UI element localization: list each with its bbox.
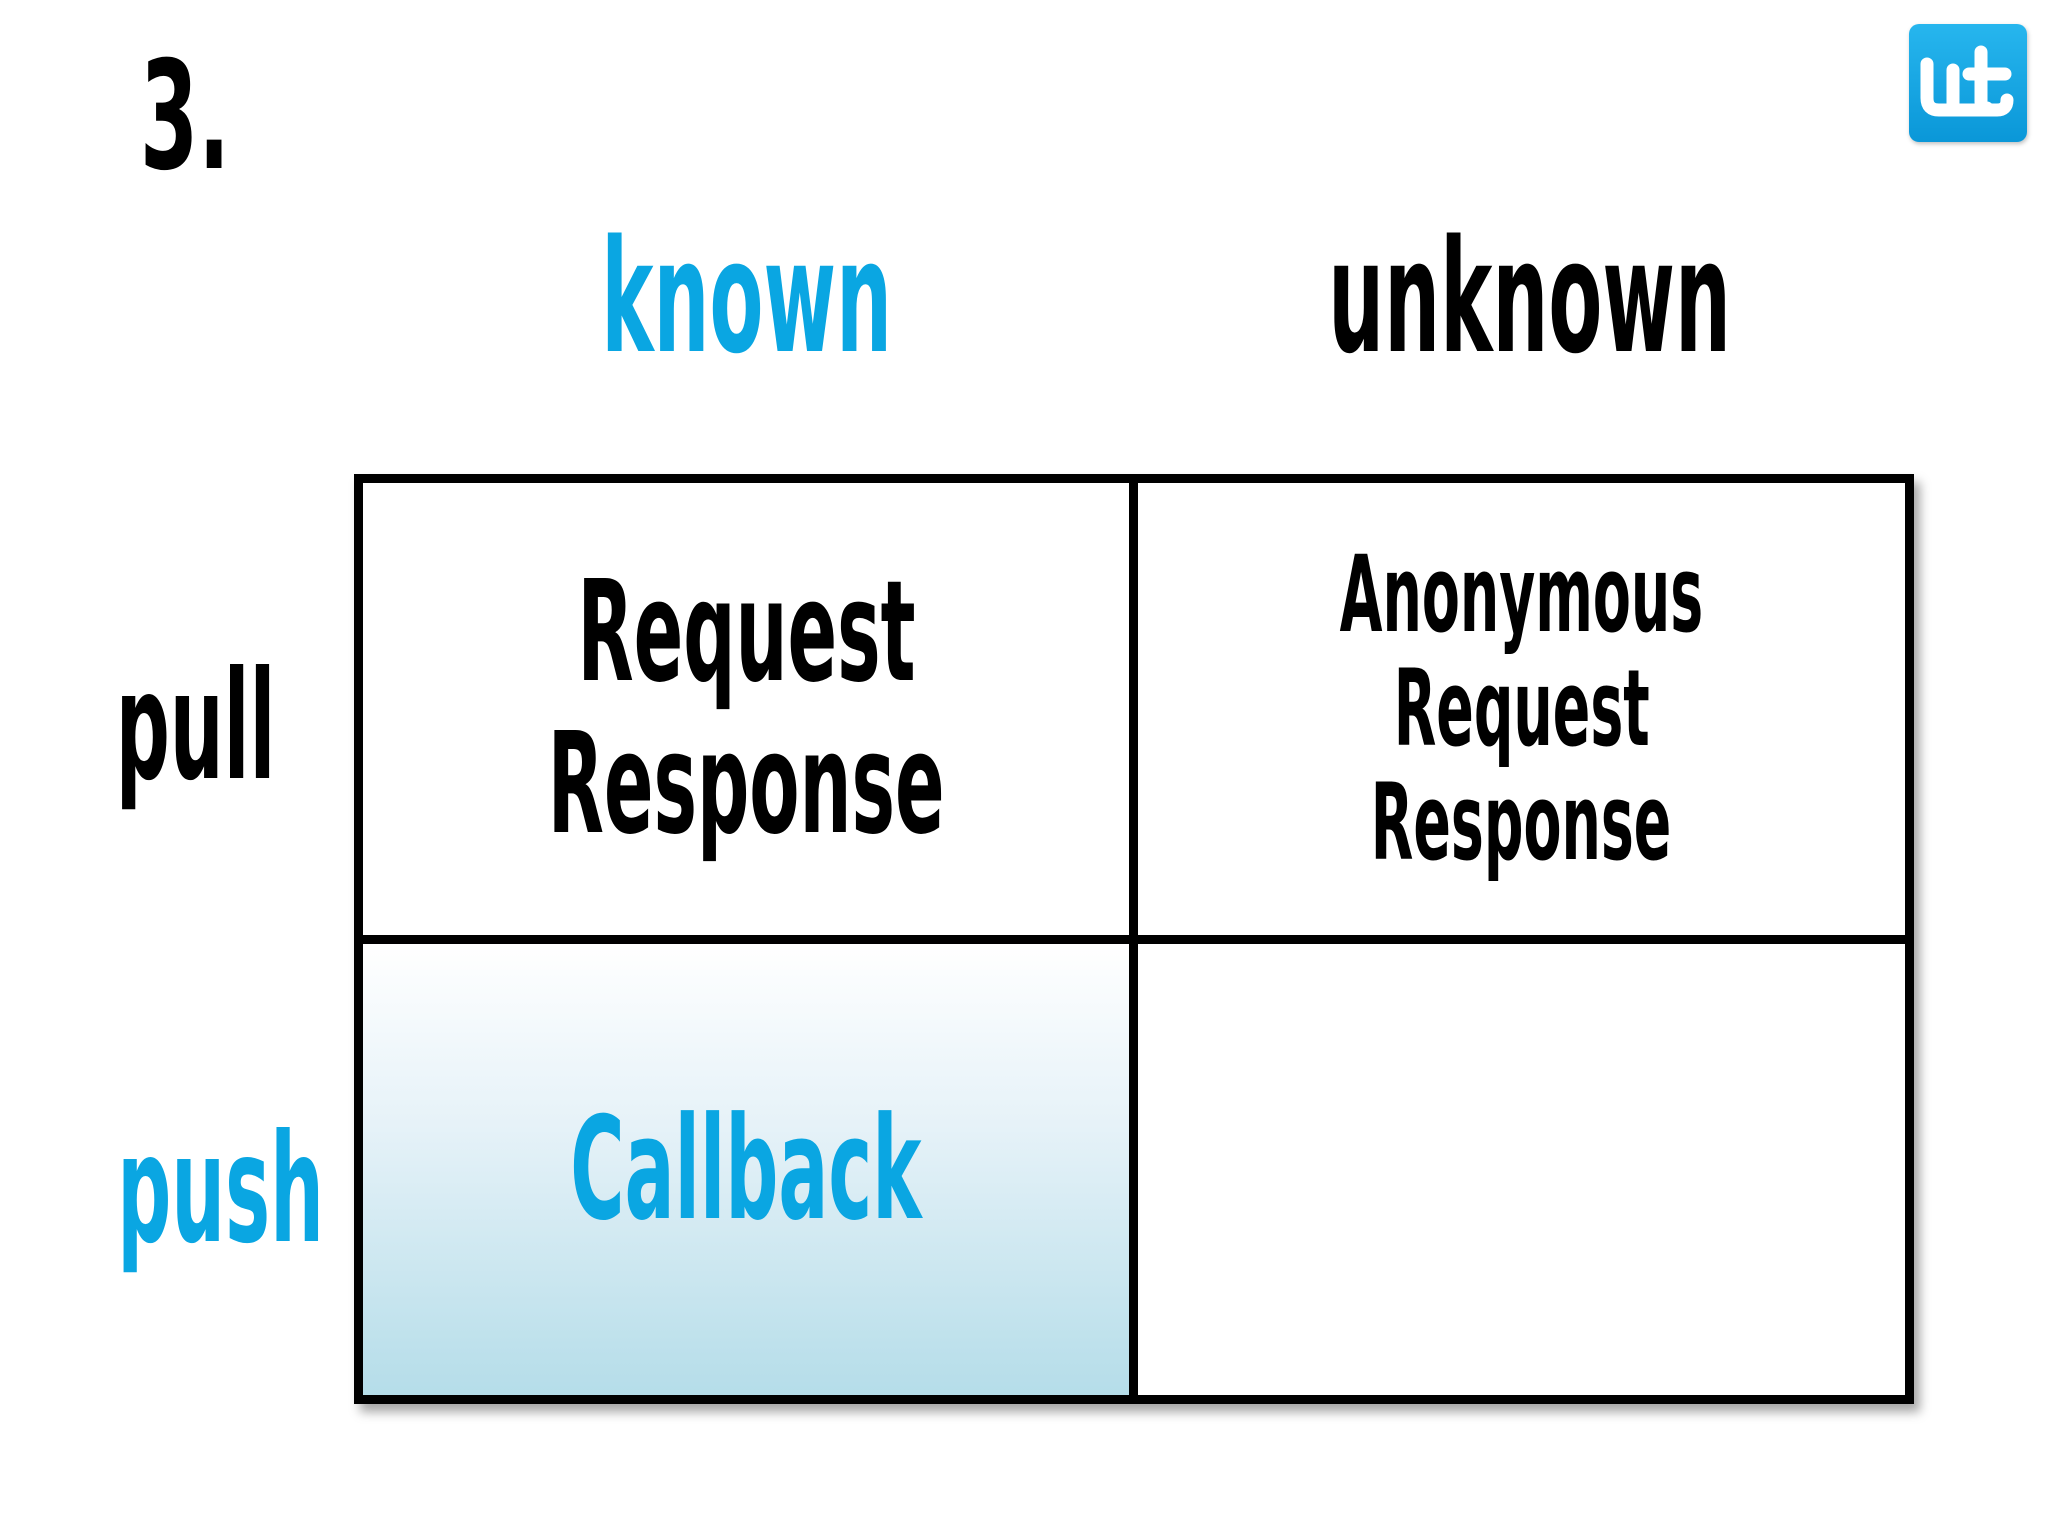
cell-text-line: Request	[1393, 647, 1650, 770]
cell-unknown-push	[1129, 935, 1914, 1404]
wt-logo-icon	[1909, 24, 2027, 142]
cell-known-push: Callback	[354, 935, 1138, 1404]
cell-unknown-pull: Anonymous Request Response	[1129, 474, 1914, 944]
slide-number: 3.	[140, 30, 231, 204]
column-header-known: known	[601, 206, 893, 388]
column-header-unknown: unknown	[1328, 206, 1731, 388]
row-header-push: push	[117, 1103, 324, 1277]
cell-text-line: Anonymous	[1339, 533, 1704, 656]
row-header-pull: pull	[116, 640, 276, 814]
cell-text-line: Callback	[570, 1086, 922, 1252]
cell-known-pull: Request Response	[354, 474, 1138, 944]
cell-text-line: Request	[576, 551, 916, 714]
cell-text-line: Response	[547, 703, 945, 866]
pattern-matrix: Request Response Anonymous Request Respo…	[354, 474, 1914, 1404]
cell-text-line: Response	[1371, 761, 1672, 884]
